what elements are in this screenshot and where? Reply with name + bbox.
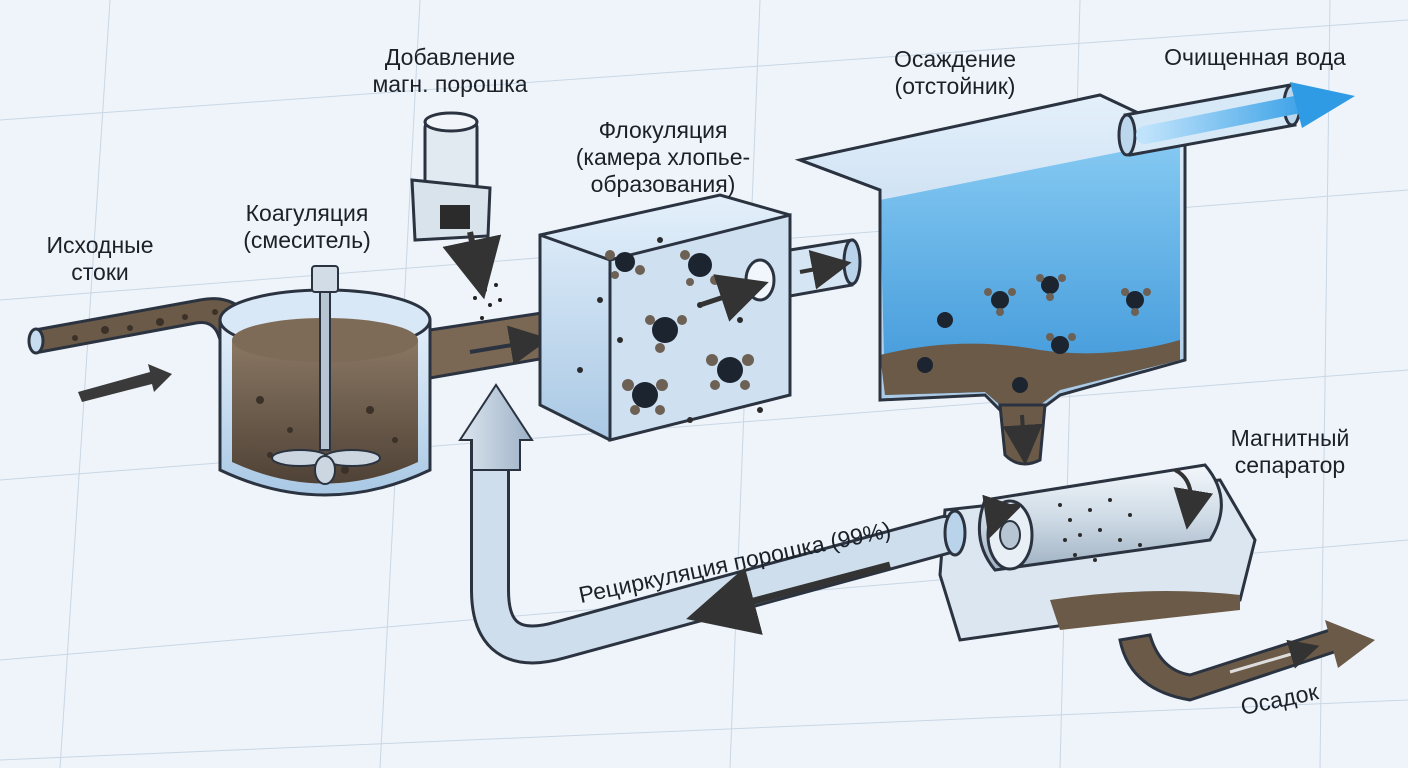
label-magnetic-separator: Магнитный сепаратор [1230, 425, 1350, 478]
sedimentation-tank [794, 93, 1187, 466]
magnetic-separator [938, 463, 1257, 642]
label-flocculation: Флокуляция (камера хлопье- образования) [575, 117, 751, 197]
transfer-pipe-2 [788, 238, 862, 298]
mixer-shaft-icon [319, 269, 331, 451]
sludge-arrow [1325, 620, 1375, 668]
powder-doser [410, 111, 502, 320]
clean-water-pipe [1117, 83, 1329, 157]
settling-flocs [917, 274, 1151, 393]
clean-water-arrow [1290, 82, 1355, 128]
mixer-impeller-icon [271, 449, 381, 485]
label-coagulation: Коагуляция (смеситель) [243, 200, 371, 253]
flocculation-chamber [538, 193, 792, 442]
recirculation-pipe [470, 420, 967, 665]
floc-particles [577, 237, 763, 423]
label-powder-dosing: Добавление магн. порошка [372, 44, 528, 97]
inflow-arrow [78, 364, 172, 402]
recirculation-up-arrow [458, 383, 534, 471]
label-raw-inflow: Исходные стоки [46, 232, 154, 285]
inflow-pipe [27, 297, 277, 358]
coagulation-tank [218, 265, 432, 497]
label-clean-water: Очищенная вода [1164, 44, 1346, 70]
label-sedimentation: Осаждение (отстойник) [893, 46, 1017, 99]
separator-drum-icon [977, 463, 1223, 572]
sludge-outlet [1118, 628, 1343, 702]
